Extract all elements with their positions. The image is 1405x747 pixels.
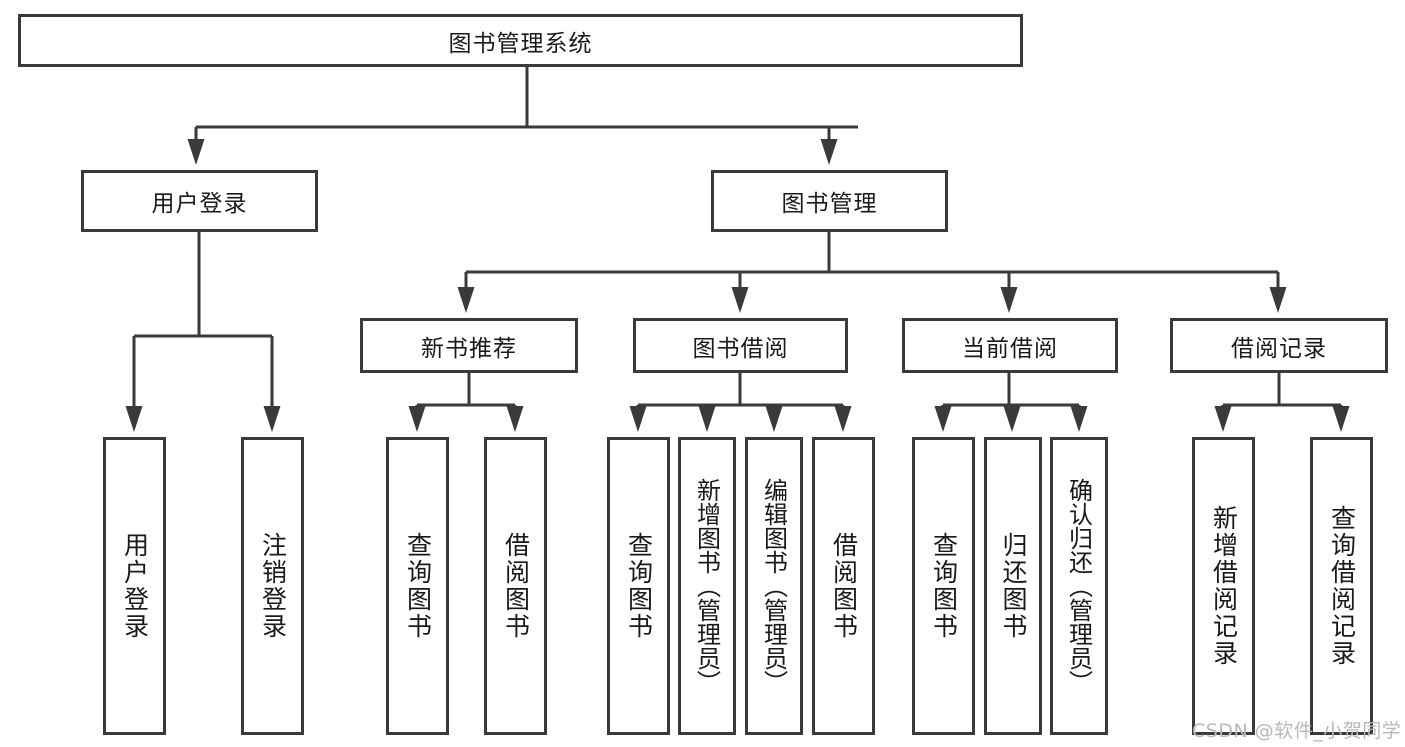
arrow-new-book-recommend-to-leaves-1-head — [506, 406, 524, 432]
arrow-user-login-to-leaves-1-head — [263, 406, 281, 432]
node-leaf-add-book[interactable]: 新增图书（管理员） — [678, 437, 736, 735]
node-book-management[interactable]: 图书管理 — [711, 170, 948, 232]
arrow-book-management-to-level2-0-head — [457, 287, 475, 313]
node-label-leaf-query-book-current: 查询图书 — [929, 532, 959, 640]
node-label-new-book-recommend: 新书推荐 — [421, 335, 517, 362]
node-user-login[interactable]: 用户登录 — [81, 170, 318, 232]
node-label-leaf-add-book: 新增图书（管理员） — [692, 478, 721, 694]
node-label-leaf-query-book-borrow: 查询图书 — [624, 532, 654, 640]
node-label-leaf-query-record: 查询借阅记录 — [1327, 505, 1357, 667]
arrow-book-borrow-to-leaves-2-head — [765, 406, 783, 432]
node-label-leaf-borrow-book-recommend: 借阅图书 — [501, 532, 531, 640]
node-leaf-add-record[interactable]: 新增借阅记录 — [1192, 437, 1255, 735]
arrow-current-borrow-to-leaves-0-head — [934, 406, 952, 432]
node-leaf-edit-book[interactable]: 编辑图书（管理员） — [745, 437, 803, 735]
node-book-borrow[interactable]: 图书借阅 — [633, 318, 848, 373]
node-label-current-borrow: 当前借阅 — [962, 335, 1058, 362]
arrow-current-borrow-to-leaves-1-head — [1003, 406, 1021, 432]
node-leaf-query-book-current[interactable]: 查询图书 — [912, 437, 975, 735]
node-label-user-login: 用户登录 — [151, 191, 248, 217]
arrow-book-management-to-level2-2-head — [1000, 287, 1018, 313]
arrow-book-borrow-to-leaves-1-head — [698, 406, 716, 432]
arrow-borrow-records-to-leaves-0-head — [1214, 406, 1232, 432]
node-label-leaf-confirm-return: 确认归还（管理员） — [1064, 478, 1093, 694]
node-label-leaf-borrow-book: 借阅图书 — [829, 532, 859, 640]
node-leaf-borrow-book[interactable]: 借阅图书 — [812, 437, 875, 735]
node-label-leaf-edit-book: 编辑图书（管理员） — [759, 478, 788, 694]
node-label-book-borrow: 图书借阅 — [692, 335, 789, 362]
arrow-book-management-to-level2-1-head — [731, 287, 749, 313]
node-label-borrow-records: 借阅记录 — [1231, 335, 1327, 362]
arrow-root-to-level1-0-head — [187, 139, 205, 165]
node-leaf-user-logout[interactable]: 注销登录 — [241, 437, 304, 735]
node-leaf-return-book[interactable]: 归还图书 — [984, 437, 1042, 735]
arrow-borrow-records-to-leaves-1-head — [1332, 406, 1350, 432]
node-root[interactable]: 图书管理系统 — [18, 14, 1023, 67]
node-label-leaf-add-record: 新增借阅记录 — [1209, 505, 1239, 667]
node-leaf-user-login[interactable]: 用户登录 — [103, 437, 166, 735]
node-leaf-confirm-return[interactable]: 确认归还（管理员） — [1050, 437, 1108, 735]
node-leaf-query-record[interactable]: 查询借阅记录 — [1310, 437, 1373, 735]
node-label-leaf-query-book-recommend: 查询图书 — [403, 532, 433, 640]
arrow-root-to-level1-1-head — [820, 139, 838, 165]
node-label-leaf-return-book: 归还图书 — [999, 532, 1028, 640]
node-borrow-records[interactable]: 借阅记录 — [1170, 318, 1388, 373]
node-label-book-management: 图书管理 — [781, 191, 878, 217]
arrow-new-book-recommend-to-leaves-0-head — [408, 406, 426, 432]
node-leaf-query-book-borrow[interactable]: 查询图书 — [607, 437, 670, 735]
node-new-book-recommend[interactable]: 新书推荐 — [360, 318, 578, 373]
arrow-book-borrow-to-leaves-0-head — [629, 406, 647, 432]
node-label-leaf-user-login: 用户登录 — [120, 532, 150, 640]
node-leaf-borrow-book-recommend[interactable]: 借阅图书 — [484, 437, 547, 735]
node-label-leaf-user-logout: 注销登录 — [258, 532, 288, 640]
arrow-user-login-to-leaves-0-head — [125, 406, 143, 432]
arrow-current-borrow-to-leaves-2-head — [1070, 406, 1088, 432]
watermark-text: CSDN @软件_小贺同学 — [1192, 720, 1402, 742]
arrow-book-management-to-level2-3-head — [1269, 287, 1287, 313]
node-label-root: 图书管理系统 — [448, 30, 593, 57]
connector-lines — [125, 67, 1350, 432]
arrow-book-borrow-to-leaves-3-head — [834, 406, 852, 432]
node-current-borrow[interactable]: 当前借阅 — [902, 318, 1118, 373]
node-leaf-query-book-recommend[interactable]: 查询图书 — [386, 437, 449, 735]
